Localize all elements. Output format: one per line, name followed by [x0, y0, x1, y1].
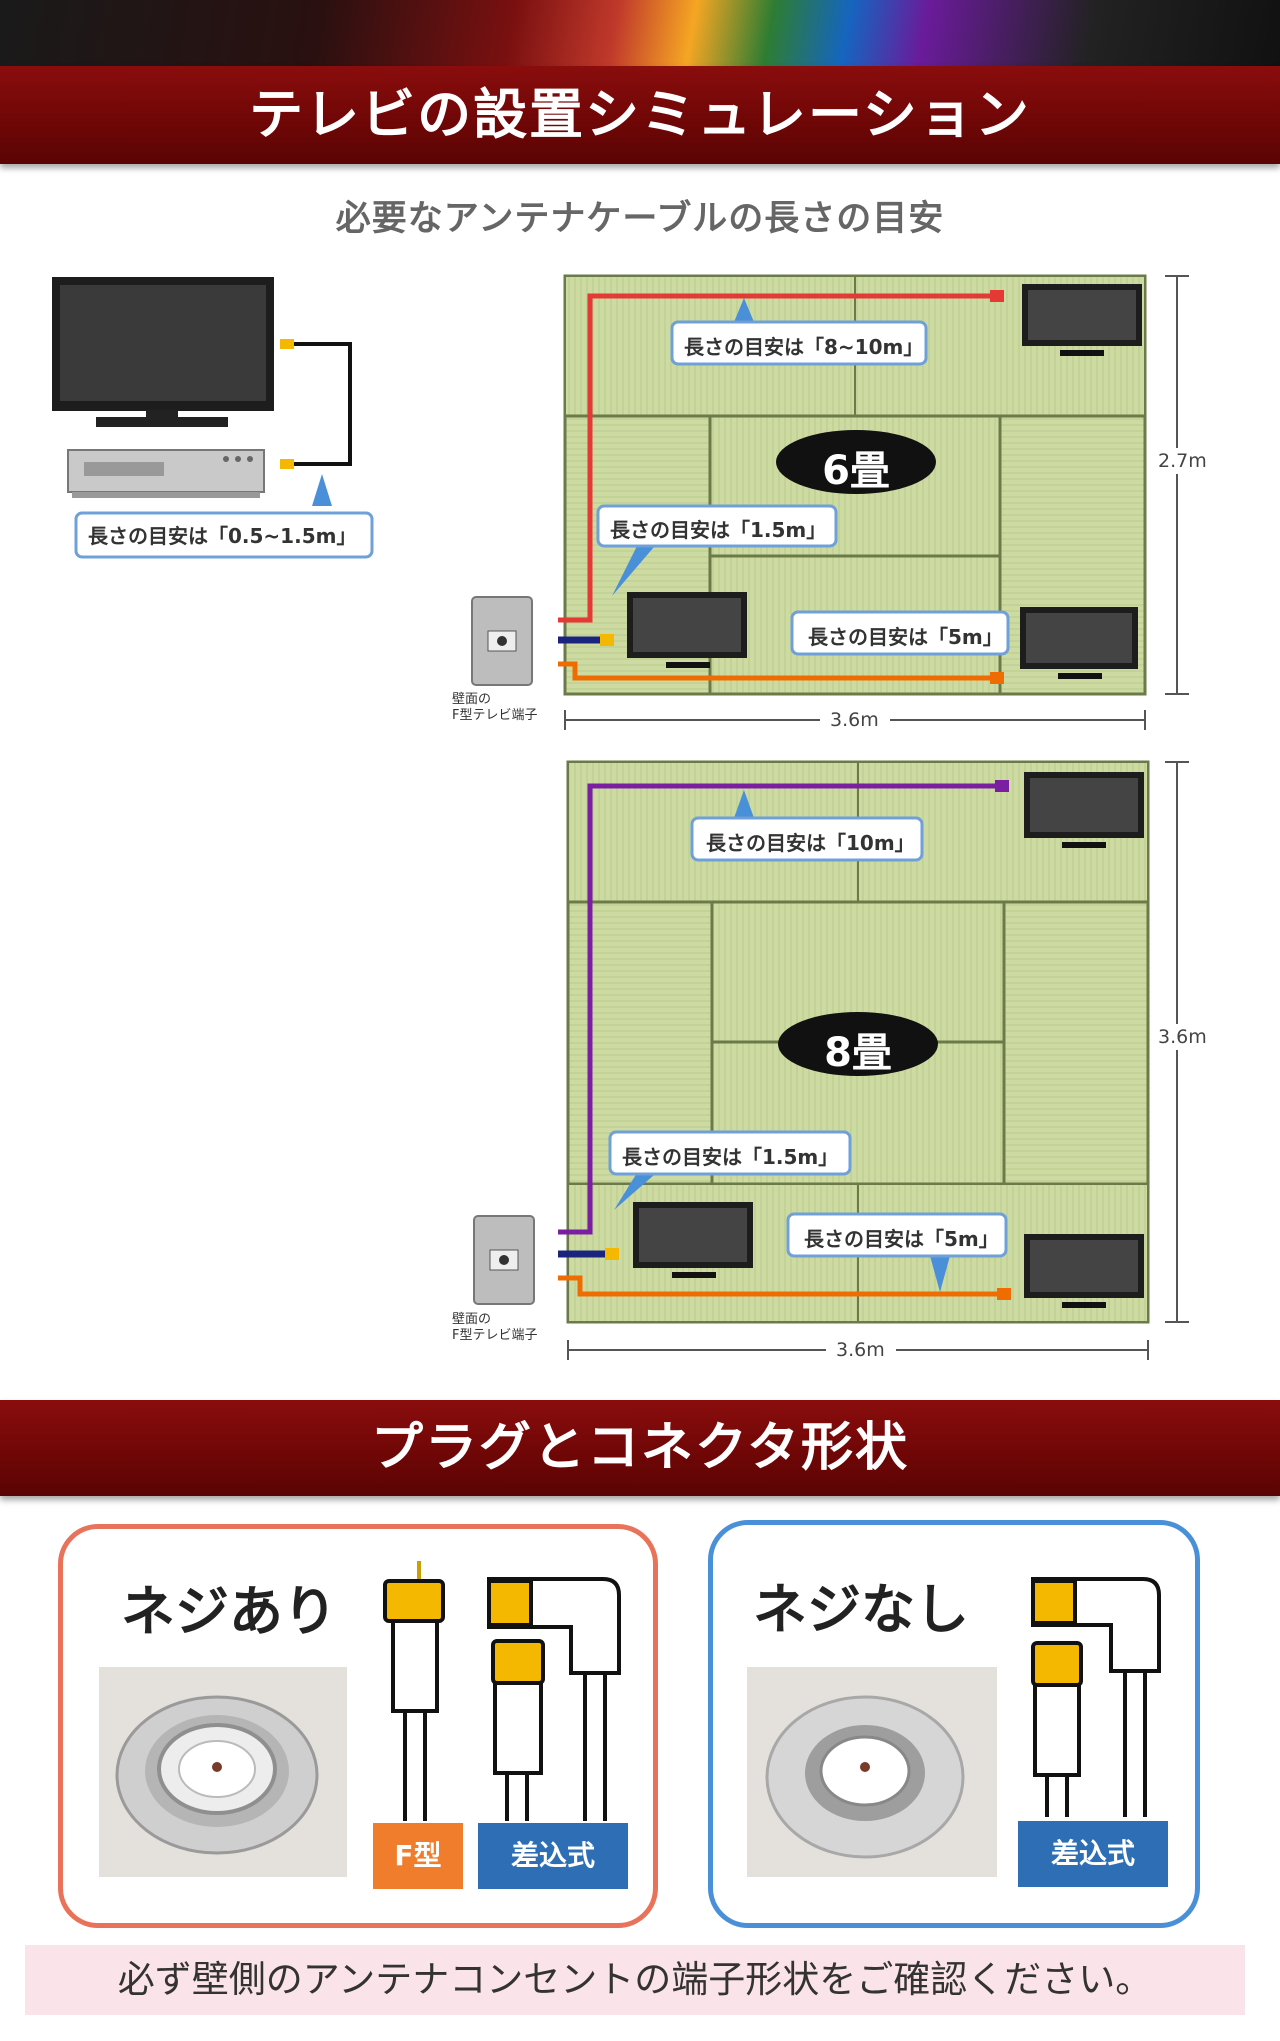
room-8-label-badge [778, 1012, 938, 1076]
room-6-callout-far: 長さの目安は「8~10m」 [684, 335, 924, 359]
purple-cable [558, 783, 1000, 1235]
page-title: テレビの設置シミュレーション [249, 83, 1031, 146]
decorative-header-stripe [0, 0, 1280, 66]
room-8-tatami [473, 760, 1197, 1362]
tv-recorder-callout: 長さの目安は「0.5~1.5m」 [88, 524, 357, 548]
orange-cable [558, 661, 995, 681]
room-6-width: 3.6m [830, 709, 879, 731]
angled-plug-icon [1031, 1579, 1077, 1625]
room-8-callout-near: 長さの目安は「1.5m」 [622, 1145, 839, 1169]
tag-push-type: 差込式 [478, 1823, 628, 1889]
short-cable [290, 342, 352, 466]
card-screw-type: ネジあり F型 差込式 [58, 1524, 658, 1928]
connector-illustrations [383, 1561, 621, 1821]
room-8-callout-far: 長さの目安は「10m」 [706, 831, 915, 855]
room-8-width: 3.6m [836, 1339, 885, 1361]
angled-plug-icon [487, 1579, 533, 1627]
f-type-plug-icon [383, 1579, 445, 1623]
room-6-height: 2.7m [1158, 450, 1207, 472]
red-cable [558, 293, 995, 623]
card-title-screw: ネジあり [121, 1580, 337, 1643]
card-no-screw-type: ネジなし 差込式 [708, 1520, 1200, 1928]
tag-push-type: 差込式 [1018, 1821, 1168, 1887]
room-6-outlet-label-2: F型テレビ端子 [452, 708, 538, 723]
push-plug-icon [491, 1639, 545, 1685]
no-screw-terminal-photo [747, 1667, 997, 1877]
push-plug-icon [1031, 1641, 1083, 1687]
room-6-tatami [471, 274, 1195, 732]
room-8-label: 8畳 [824, 1030, 892, 1076]
room-8-outlet-label-2: F型テレビ端子 [452, 1328, 538, 1343]
section-title: プラグとコネクタ形状 [371, 1418, 909, 1478]
room-6-callout-side: 長さの目安は「5m」 [808, 625, 1003, 649]
card-title-no-screw: ネジなし [753, 1578, 969, 1641]
room-6-callout-near: 長さの目安は「1.5m」 [610, 518, 827, 542]
tv-recorder-illustration [52, 277, 374, 559]
room-8-height: 3.6m [1158, 1026, 1207, 1048]
screw-terminal-photo [99, 1667, 347, 1877]
room-6-label: 6畳 [822, 448, 890, 494]
section-header-connectors: プラグとコネクタ形状 [0, 1400, 1280, 1496]
footer-note: 必ず壁側のアンテナコンセントの端子形状をご確認ください。 [25, 1945, 1245, 2015]
room-8-outlet-label-1: 壁面の [452, 1312, 492, 1327]
section-header-simulation: テレビの設置シミュレーション [0, 66, 1280, 164]
callout-box [74, 511, 374, 559]
room-6-label-badge [776, 430, 936, 494]
tag-f-type: F型 [373, 1823, 463, 1889]
connector-illustrations [1031, 1577, 1161, 1817]
orange-cable [558, 1275, 1002, 1297]
room-8-callout-side: 長さの目安は「5m」 [804, 1227, 999, 1251]
room-6-outlet-label-1: 壁面の [452, 692, 492, 707]
page-subtitle: 必要なアンテナケーブルの長さの目安 [335, 199, 945, 239]
